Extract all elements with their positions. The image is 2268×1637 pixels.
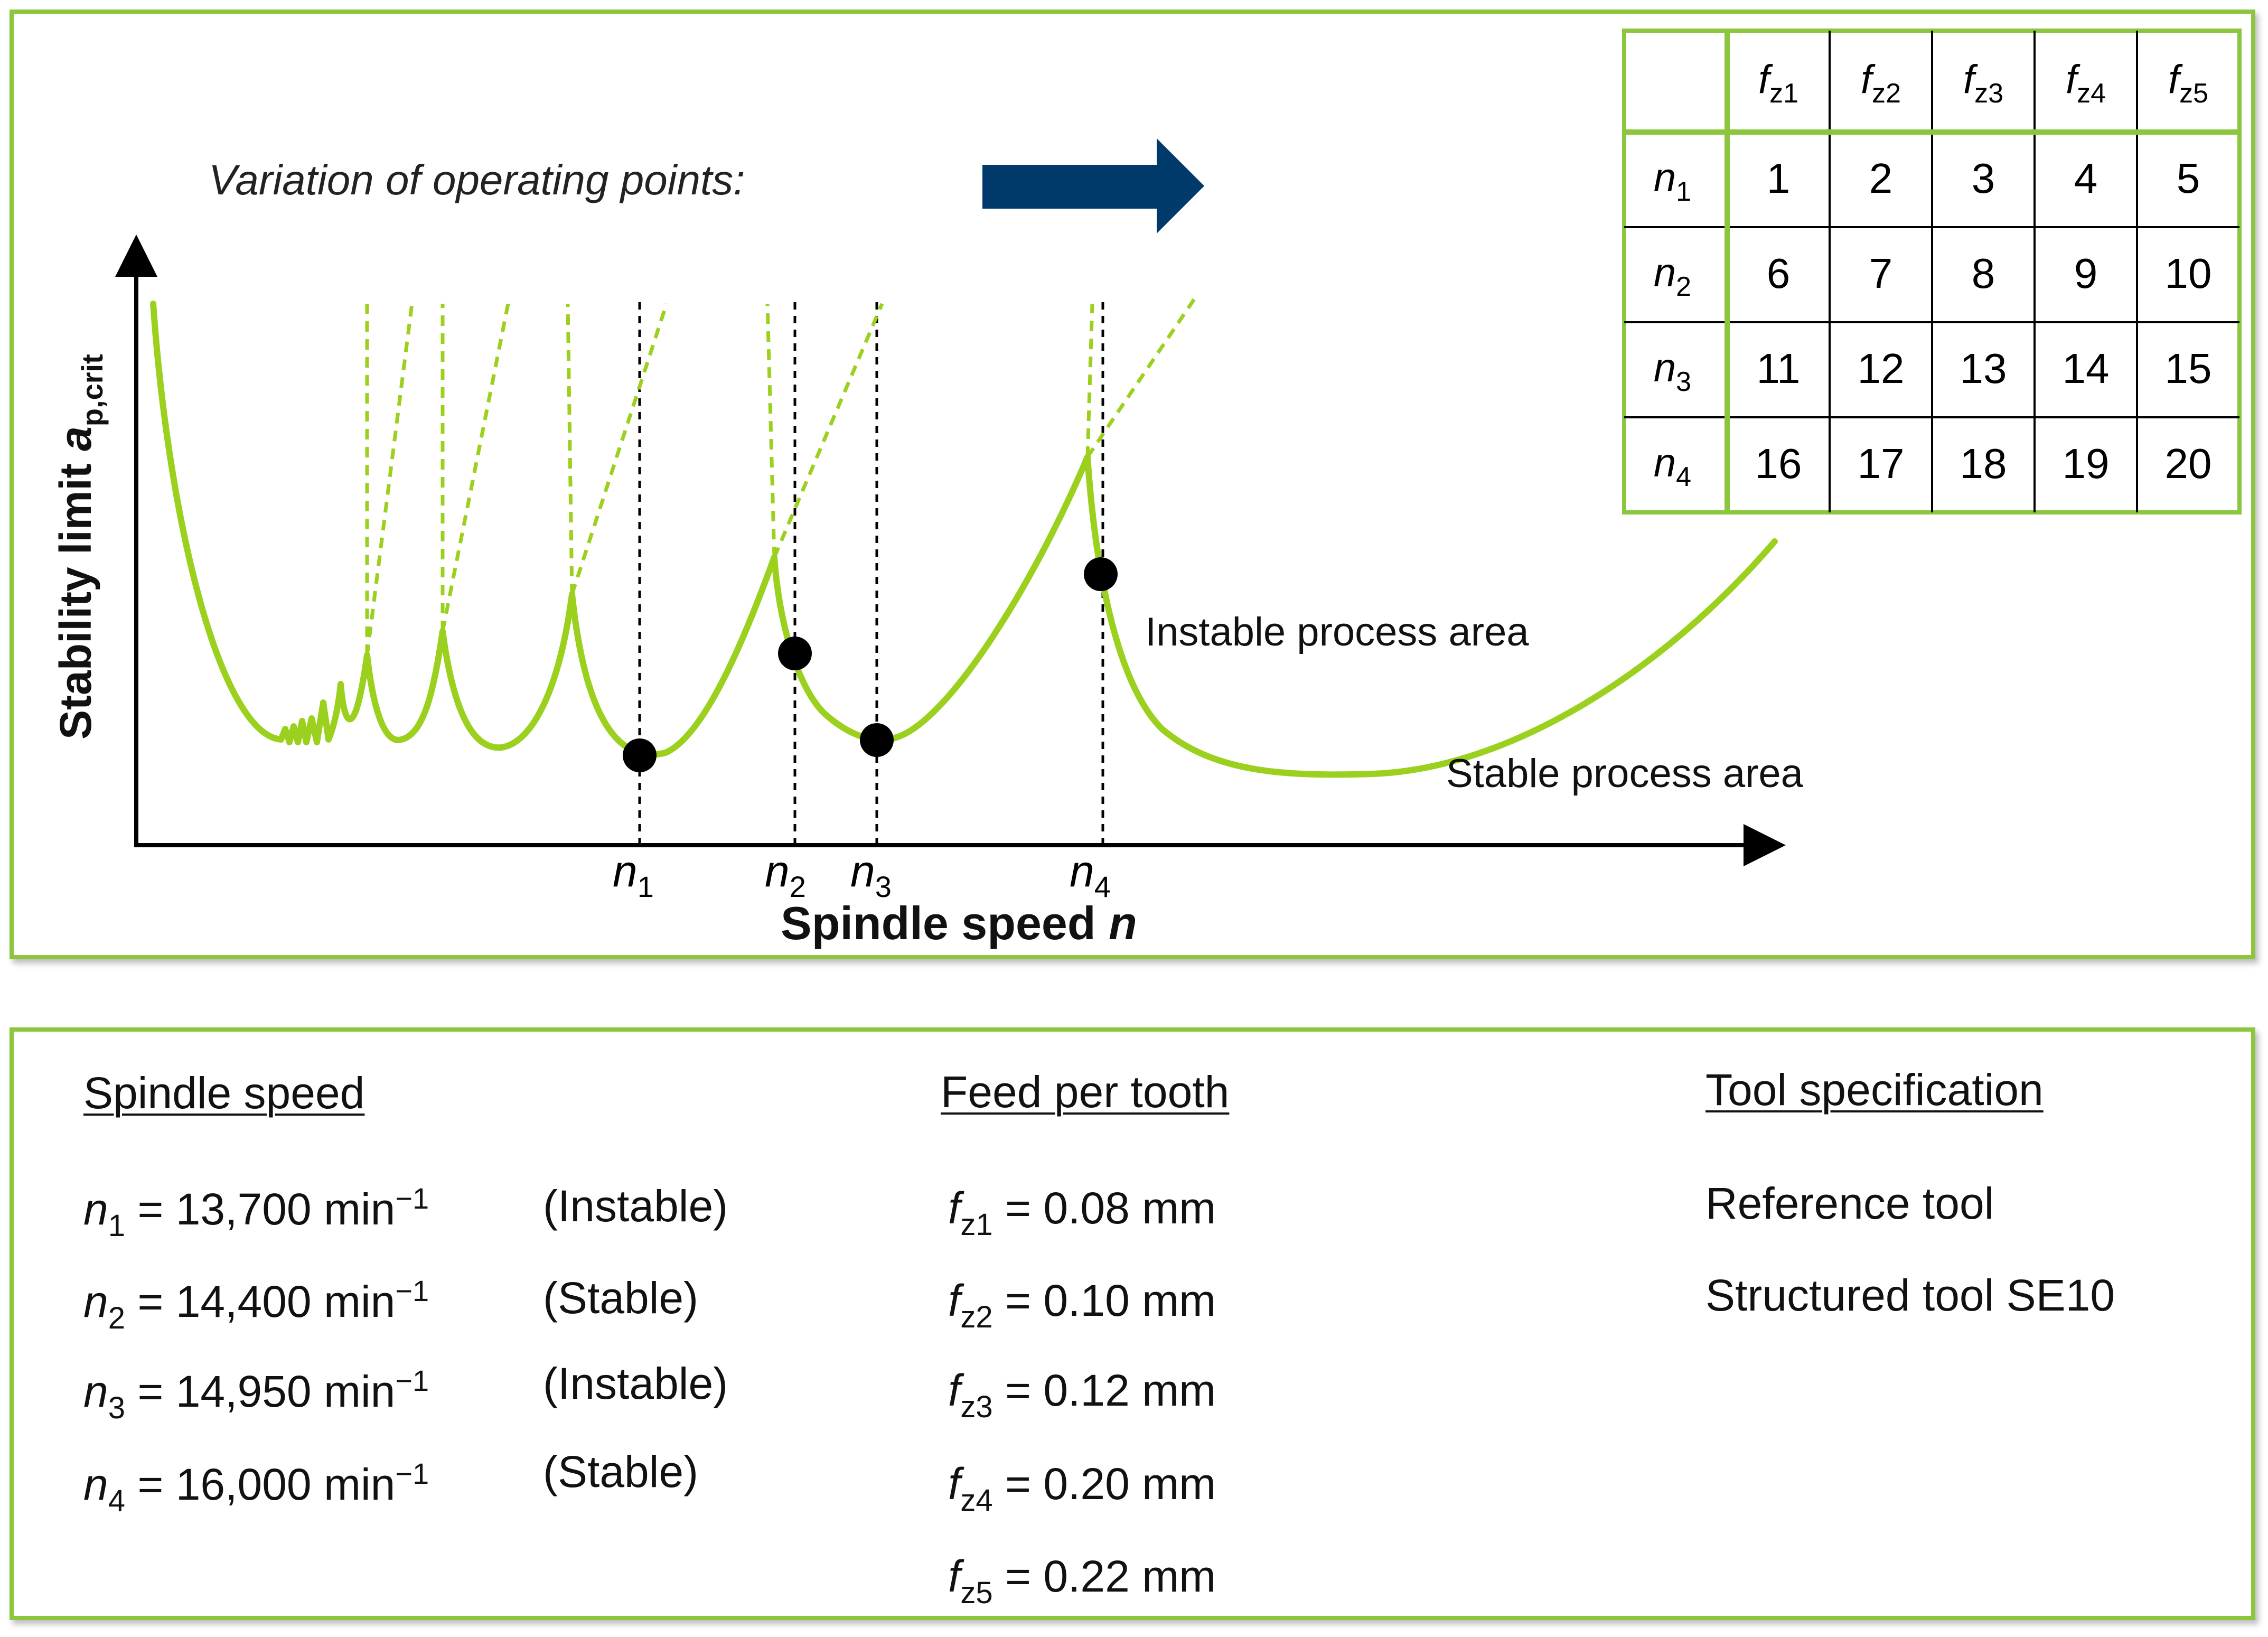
tick-label-n3: n3: [850, 846, 892, 903]
instable-area-label: Instable process area: [1145, 610, 1529, 654]
matrix-cell: 13: [1960, 345, 2007, 392]
spindle-state-n4: (Stable): [543, 1447, 699, 1496]
matrix-cell: 4: [2074, 155, 2098, 202]
operating-point-n3: [860, 723, 894, 757]
tool-structured-se10: Structured tool SE10: [1705, 1270, 2115, 1320]
matrix-row-header-n2: n2: [1654, 250, 1691, 302]
feed-fz1: fz1 = 0.08 mm: [948, 1183, 1216, 1242]
x-axis-label: Spindle speed n: [781, 897, 1137, 949]
spindle-state-n3: (Instable): [543, 1359, 728, 1408]
spindle-speed-heading: Spindle speed: [83, 1068, 365, 1118]
operating-point-n2: [778, 637, 812, 670]
operating-point-n1: [623, 738, 657, 772]
matrix-cell: 15: [2165, 345, 2212, 392]
tick-label-n1: n1: [613, 846, 654, 903]
tool-specification-heading: Tool specification: [1705, 1065, 2044, 1115]
matrix-cell: 10: [2165, 250, 2212, 297]
matrix-cell: 8: [1972, 250, 1995, 297]
matrix-cell: 9: [2074, 250, 2098, 297]
matrix-row-header-n3: n3: [1654, 345, 1691, 397]
stability-curve: [150, 301, 1778, 778]
matrix-cell: 12: [1858, 345, 1905, 392]
direction-arrow: [982, 138, 1204, 233]
spindle-speed-n4: n4 = 16,000 min−1: [83, 1457, 429, 1518]
matrix-cell: 3: [1972, 155, 1995, 202]
matrix-cell: 1: [1767, 155, 1791, 202]
matrix-cell: 11: [1756, 345, 1800, 392]
matrix-cell: 14: [2063, 345, 2110, 392]
matrix-cell: 20: [2165, 440, 2212, 487]
operating-point-n4: [1084, 557, 1118, 591]
spindle-speed-n1: n1 = 13,700 min−1: [83, 1182, 429, 1243]
lobe-extensions: [365, 297, 1196, 656]
tick-label-n4: n4: [1070, 846, 1111, 903]
y-axis-label: Stability limit ap,crit: [51, 354, 109, 740]
matrix-cell: 5: [2177, 155, 2200, 202]
feed-per-tooth-heading: Feed per tooth: [941, 1067, 1230, 1117]
operating-points: [623, 557, 1118, 772]
matrix-cell: 16: [1755, 440, 1802, 487]
matrix-cell: 18: [1960, 440, 2007, 487]
chart-title: Variation of operating points:: [209, 156, 745, 203]
matrix-cell: 19: [2063, 440, 2110, 487]
matrix-cell: 2: [1869, 155, 1893, 202]
spindle-speed-n3: n3 = 14,950 min−1: [83, 1364, 429, 1425]
matrix-col-header-z3: fz3: [1963, 57, 2003, 109]
tool-reference: Reference tool: [1705, 1178, 1994, 1228]
tick-label-n2: n2: [765, 846, 806, 903]
matrix-row-header-n4: n4: [1654, 441, 1691, 492]
matrix-cell: 6: [1767, 250, 1791, 297]
feed-fz5: fz5 = 0.22 mm: [948, 1551, 1216, 1610]
spindle-state-n1: (Instable): [543, 1181, 728, 1231]
feed-fz4: fz4 = 0.20 mm: [948, 1459, 1216, 1518]
feed-fz3: fz3 = 0.12 mm: [948, 1365, 1216, 1424]
matrix-cell: 17: [1858, 440, 1905, 487]
spindle-speed-n2: n2 = 14,400 min−1: [83, 1274, 429, 1335]
matrix-row-header-n1: n1: [1654, 155, 1691, 207]
matrix-col-header-z1: fz1: [1758, 57, 1798, 109]
parameters-panel: [10, 1027, 2255, 1620]
stable-area-label: Stable process area: [1446, 751, 1804, 796]
matrix-cell: 7: [1869, 250, 1893, 297]
spindle-state-n2: (Stable): [543, 1273, 699, 1323]
feed-fz2: fz2 = 0.10 mm: [948, 1276, 1216, 1334]
